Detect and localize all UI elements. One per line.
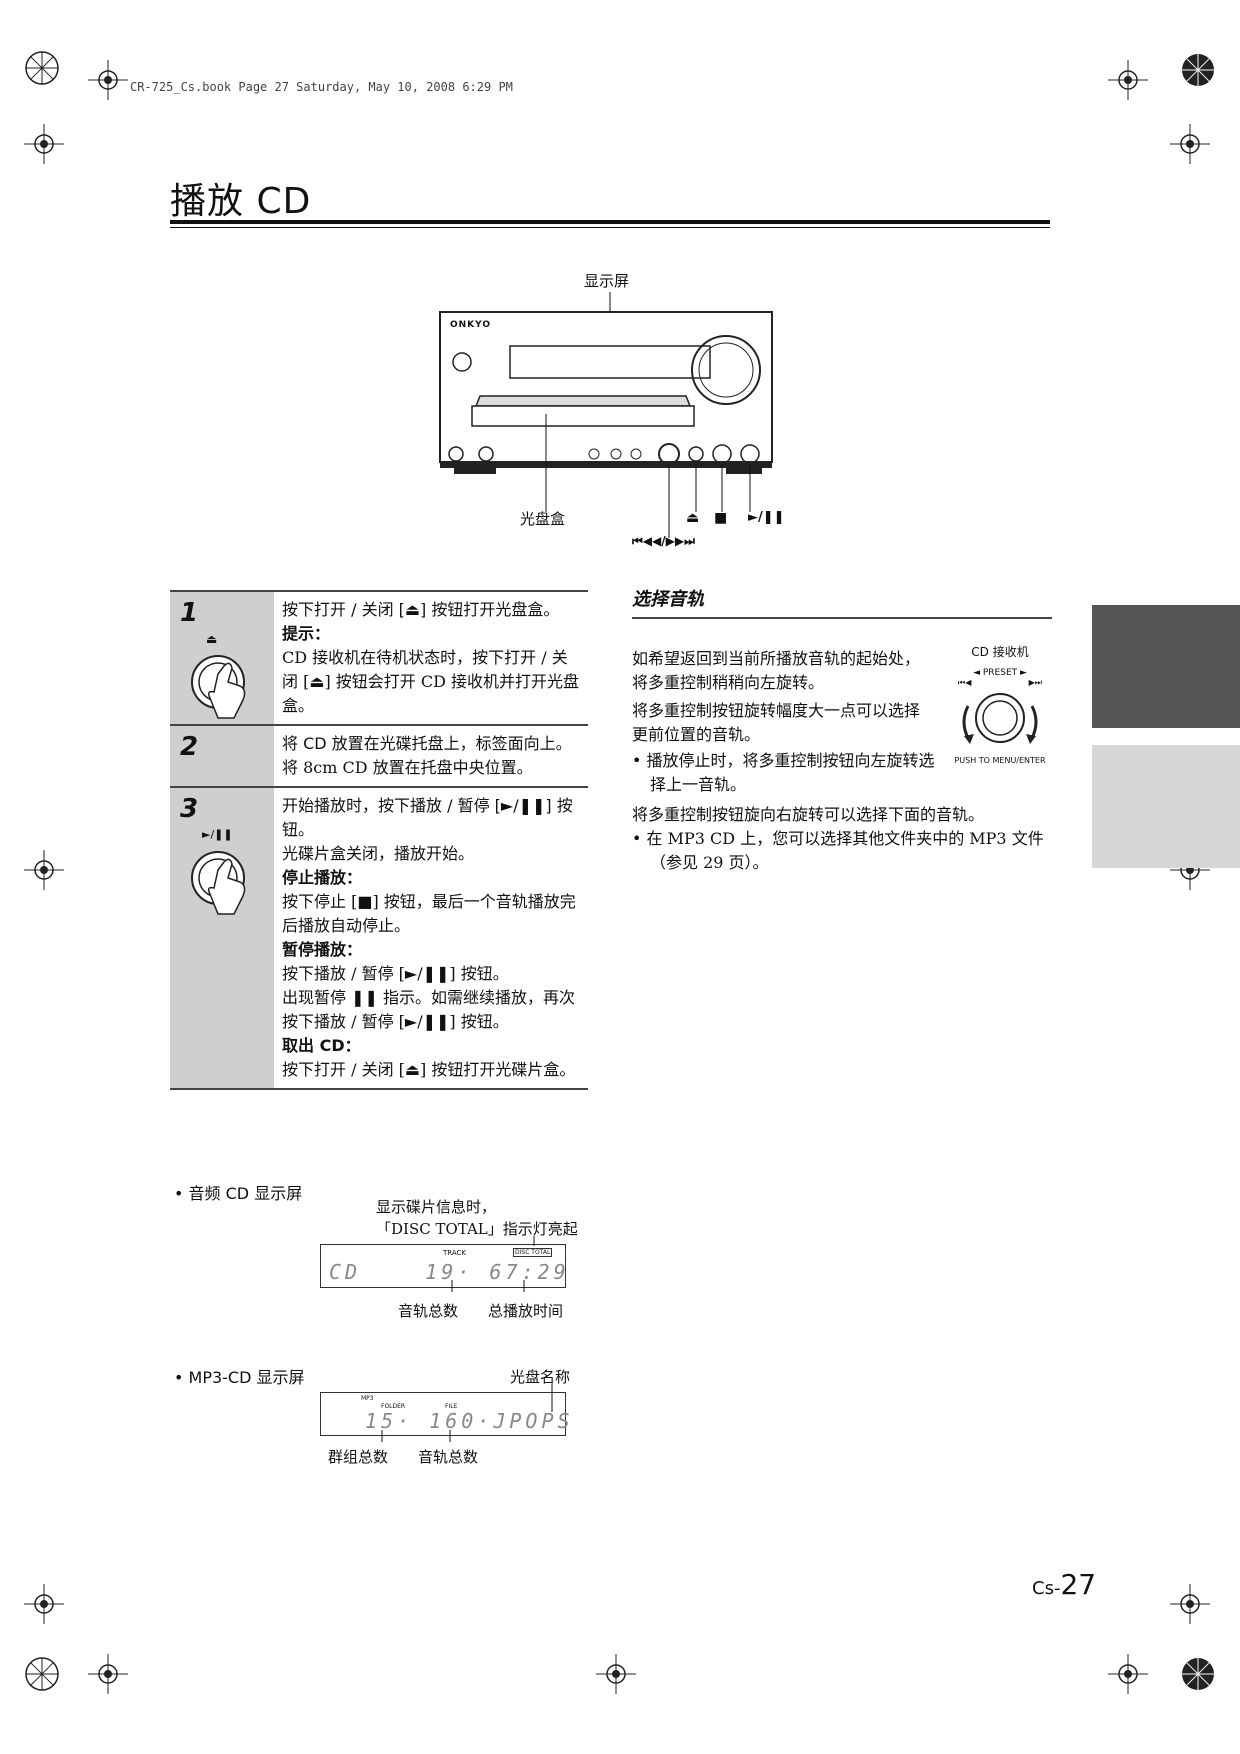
audio-cd-title: • 音频 CD 显示屏 <box>174 1184 303 1203</box>
section-tab-active <box>1092 605 1240 728</box>
step-3-line: 开始播放时，按下播放 / 暂停 [►/❚❚] 按钮。 <box>282 796 573 839</box>
label-skip: ⏮◀◀/▶▶⏭ <box>632 534 695 548</box>
indicator-file: FILE <box>445 1403 458 1410</box>
step-3-line: 光碟片盒关闭，播放开始。 <box>282 844 475 863</box>
registration-mark-icon <box>1182 54 1214 86</box>
book-header: CR-725_Cs.book Page 27 Saturday, May 10,… <box>130 80 513 94</box>
button-press-icon <box>191 655 246 719</box>
label-play-pause: ►/❚❚ <box>748 510 785 525</box>
crosshair-icon <box>88 60 128 100</box>
step-1-line: 提示： <box>282 624 331 643</box>
receiver-front-panel <box>439 292 773 538</box>
title-rule <box>170 220 1050 224</box>
bullet-item: • 在 MP3 CD 上，您可以选择其他文件夹中的 MP3 文件 （参见 29 … <box>632 829 1044 872</box>
crosshair-icon <box>24 850 64 890</box>
label-total-tracks: 音轨总数 <box>398 1302 459 1320</box>
section-heading: 选择音轨 <box>632 585 1052 619</box>
audio-cd-note: 显示碟片信息时， <box>376 1198 497 1216</box>
knob-left-label: ⏮◀ <box>958 678 972 687</box>
step-3-line: 按下停止 [■] 按钮，最后一个音轨播放完后播放自动停止。 <box>282 892 576 935</box>
label-tray: 光盘盒 <box>520 510 566 528</box>
mp3-cd-title: • MP3-CD 显示屏 <box>174 1368 305 1387</box>
step-icon-label: ⏏ <box>206 632 218 646</box>
callout-lines <box>381 1384 553 1442</box>
crosshair-icon <box>596 1654 636 1694</box>
step-3-line: 出现暂停 ❚❚ 指示。如需继续播放，再次按下播放 / 暂停 [►/❚❚] 按钮。 <box>282 988 575 1031</box>
registration-mark-icon <box>25 51 59 85</box>
registration-mark-icon <box>25 1657 59 1691</box>
audio-cd-lcd: TRACK DISC TOTAL CD 19· 67:29 <box>320 1244 566 1288</box>
step-icon-label: ►/❚❚ <box>202 828 233 841</box>
label-total-time: 总播放时间 <box>488 1302 564 1320</box>
indicator-track: TRACK <box>443 1249 466 1257</box>
title-rule-thin <box>170 227 1050 228</box>
step-number: 3 <box>180 794 199 824</box>
knob-icon <box>962 693 1038 744</box>
knob-preset: ◄ PRESET ► <box>973 668 1027 678</box>
indicator-mp3: MP3 <box>361 1395 374 1402</box>
knob-push-label: PUSH TO MENU/ENTER <box>954 756 1046 765</box>
mp3-cd-lcd: MP3 FOLDER FILE 15· 160·JPOPS <box>320 1392 570 1436</box>
step-number: 1 <box>180 598 199 628</box>
step-3: 3 ►/❚❚ 开始播放时，按下播放 / 暂停 [►/❚❚] 按钮。 光碟片盒关闭… <box>170 786 588 1090</box>
crosshair-icon <box>24 1584 64 1624</box>
lcd-readout: 15· 160·JPOPS <box>365 1409 574 1433</box>
label-disc-name: 光盘名称 <box>510 1368 571 1386</box>
steps-table: 1 ⏏ 按下打开 / 关闭 [⏏] 按钮打开光盘盒。 提示： CD 接收机在待机… <box>170 590 588 1090</box>
device-diagram: 显示屏 ONKYO 光盘盒 ⏏ ■ ►/❚❚ ⏮◀◀/▶▶⏭ <box>436 270 796 560</box>
page-title: 播放 CD <box>170 181 312 222</box>
crosshair-icon <box>1170 1584 1210 1624</box>
button-press-icon <box>191 851 246 915</box>
step-3-line: 按下打开 / 关闭 [⏏] 按钮打开光碟片盒。 <box>282 1060 576 1079</box>
step-2-line: 将 CD 放置在光碟托盘上，标签面向上。 <box>282 734 572 753</box>
knob-title: CD 接收机 <box>971 645 1029 659</box>
step-2-line: 将 8cm CD 放置在托盘中央位置。 <box>282 758 533 777</box>
crosshair-icon <box>1108 1654 1148 1694</box>
paragraph: 如希望返回到当前所播放音轨的起始处，将多重控制稍稍向左旋转。 <box>632 649 921 692</box>
registration-mark-icon <box>1182 1658 1214 1690</box>
step-3-line: 按下播放 / 暂停 [►/❚❚] 按钮。 <box>282 964 509 983</box>
knob-right-label: ▶⏭ <box>1028 678 1042 687</box>
indicator-folder: FOLDER <box>381 1403 406 1410</box>
step-3-line: 停止播放： <box>282 868 363 887</box>
crosshair-icon <box>88 1654 128 1694</box>
bullet-item: • 播放停止时，将多重控制按钮向左旋转选择上一音轨。 <box>632 751 935 794</box>
brand-logo: ONKYO <box>450 320 492 330</box>
crosshair-icon <box>24 124 64 164</box>
label-display: 显示屏 <box>584 272 630 290</box>
paragraph: 将多重控制按钮旋转幅度大一点可以选择更前位置的音轨。 <box>632 701 921 744</box>
label-total-tracks-mp3: 音轨总数 <box>418 1448 479 1466</box>
step-2: 2 将 CD 放置在光碟托盘上，标签面向上。 将 8cm CD 放置在托盘中央位… <box>170 724 588 786</box>
paragraph: 将多重控制按钮旋向右旋转可以选择下面的音轨。 <box>632 805 985 824</box>
callout-lines <box>451 1236 535 1292</box>
section-tab <box>1092 745 1240 868</box>
step-1-line: 按下打开 / 关闭 [⏏] 按钮打开光盘盒。 <box>282 600 560 619</box>
label-eject: ⏏ <box>686 510 700 526</box>
page-number: Cs-27 <box>1032 1568 1097 1601</box>
step-1-line: CD 接收机在待机状态时，按下打开 / 关闭 [⏏] 按钮会打开 CD 接收机并… <box>282 648 580 715</box>
select-track-section: 选择音轨 如希望返回到当前所播放音轨的起始处，将多重控制稍稍向左旋转。 将多重控… <box>632 585 1052 875</box>
label-total-groups: 群组总数 <box>328 1448 389 1466</box>
step-3-line: 取出 CD： <box>282 1036 361 1055</box>
step-1: 1 ⏏ 按下打开 / 关闭 [⏏] 按钮打开光盘盒。 提示： CD 接收机在待机… <box>170 590 588 724</box>
crosshair-icon <box>1170 124 1210 164</box>
indicator-disc-total: DISC TOTAL <box>513 1248 553 1257</box>
label-stop: ■ <box>714 510 728 526</box>
lcd-readout: CD 19· 67:29 <box>329 1260 570 1284</box>
knob-illustration: CD 接收机 ◄ PRESET ► ⏮◀ ▶⏭ PUSH TO MENU/ENT… <box>950 643 1050 765</box>
audio-cd-note: 「DISC TOTAL」指示灯亮起 <box>376 1220 578 1238</box>
crosshair-icon <box>1108 60 1148 100</box>
step-number: 2 <box>180 732 199 762</box>
step-3-line: 暂停播放： <box>282 940 363 959</box>
